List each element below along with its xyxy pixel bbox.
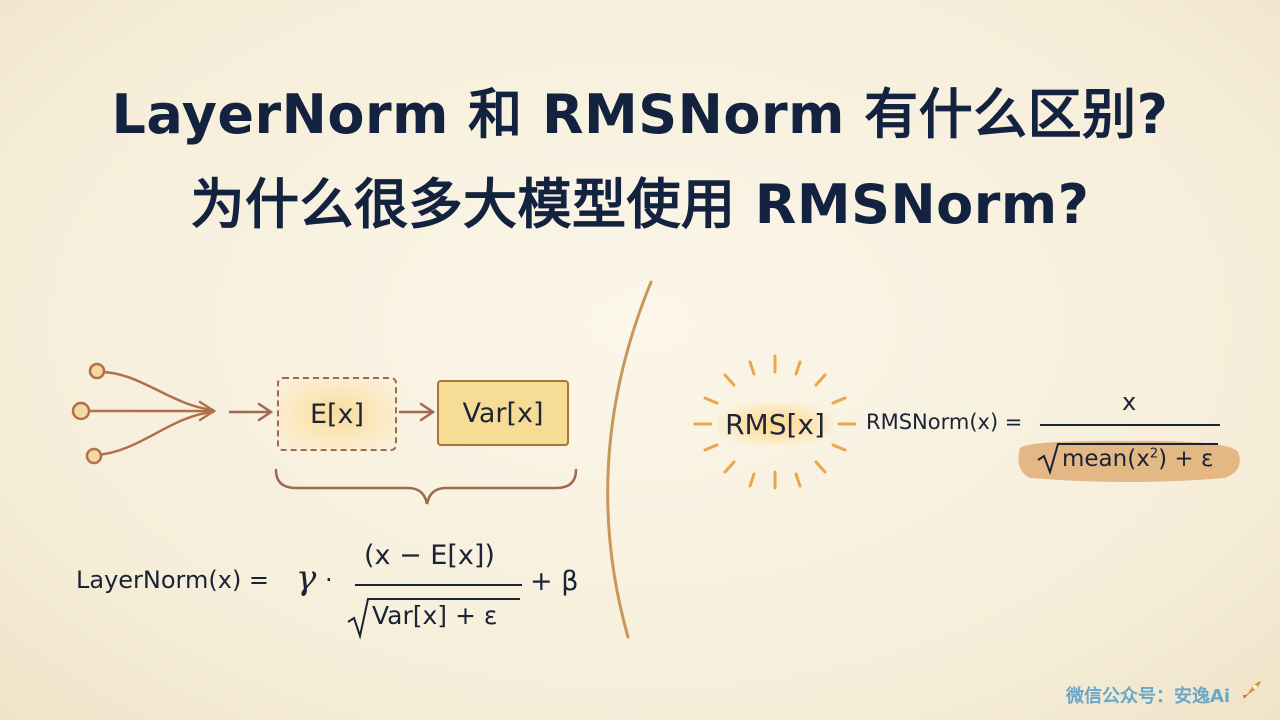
rms-formula-denominator: mean(x2) + ε (1062, 446, 1213, 472)
ln-formula-dot: · (325, 566, 333, 594)
brace-icon (274, 468, 578, 505)
rms-sqrt-sign (1037, 443, 1218, 476)
ln-formula-denominator: Var[x] + ε (372, 601, 498, 630)
watermark: 微信公众号：安逸Ai (1066, 680, 1262, 708)
arrow-to-var-icon (398, 402, 436, 422)
input-node-bottom (85, 447, 103, 465)
input-node-top (88, 362, 106, 380)
rms-denominator-post: ) + ε (1158, 446, 1214, 472)
ln-formula-lhs: LayerNorm(x) = (76, 566, 270, 594)
ln-sqrt-sign (347, 598, 520, 640)
divider-curve (606, 280, 653, 639)
rms-formula-numerator: x (1122, 388, 1137, 416)
title-line-1: LayerNorm 和 RMSNorm 有什么区别? (111, 83, 1169, 146)
rocket-icon (1240, 680, 1262, 707)
rms-formula-lhs: RMSNorm(x) = (866, 410, 1023, 434)
variance-box: Var[x] (437, 380, 569, 446)
rms-denominator-pre: mean(x (1062, 446, 1150, 472)
rms-denominator-sup: 2 (1149, 446, 1159, 462)
ln-formula-tail: + β (530, 566, 579, 597)
ln-formula-numerator: (x − E[x]) (364, 540, 495, 571)
input-fan-icon (82, 370, 217, 457)
title-line-2: 为什么很多大模型使用 RMSNorm? (190, 173, 1090, 236)
watermark-text: 微信公众号：安逸Ai (1066, 686, 1231, 707)
input-node-middle (71, 401, 91, 421)
arrow-to-mean-icon (228, 402, 274, 422)
ln-formula-gamma: γ (296, 558, 317, 598)
starburst-icon (693, 354, 857, 490)
mean-box: E[x] (277, 377, 397, 451)
rms-denominator-highlight (1018, 440, 1240, 482)
rms-box: RMS[x] (716, 402, 834, 446)
